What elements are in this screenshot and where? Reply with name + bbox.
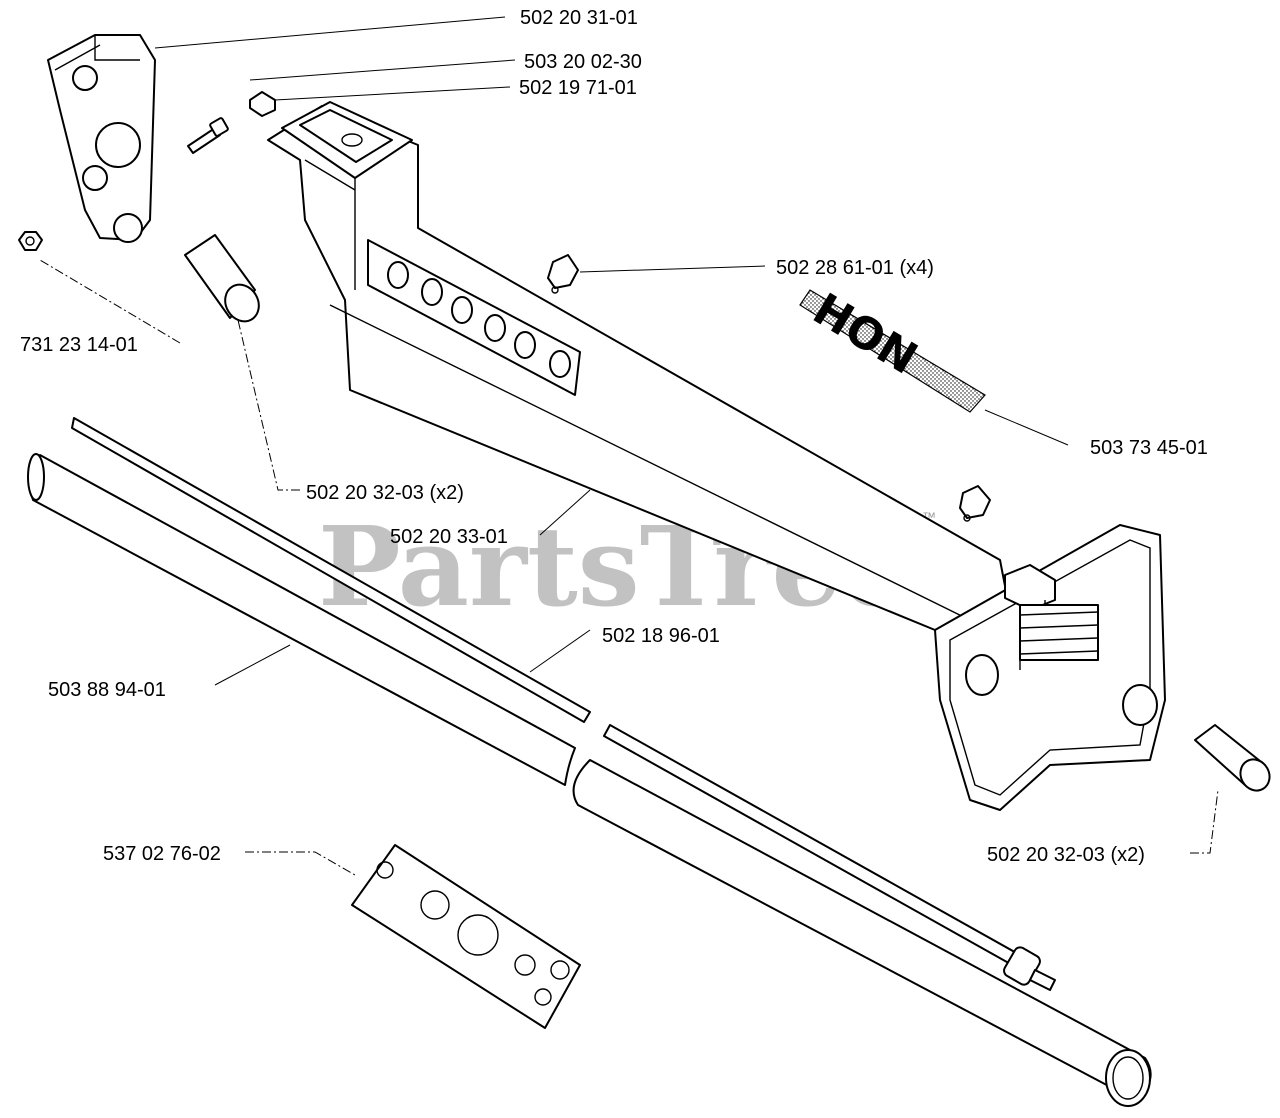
part-label-503-88-94-01[interactable]: 503 88 94-01 <box>48 679 166 701</box>
leader-lines <box>39 16 1219 876</box>
hex-nut[interactable] <box>18 231 43 251</box>
part-label-502-28-61-01[interactable]: 502 28 61-01 (x4) <box>776 257 934 279</box>
part-label-502-18-96-01[interactable]: 502 18 96-01 <box>602 625 720 647</box>
brand-decal[interactable]: HON <box>799 284 986 413</box>
part-label-502-19-71-01[interactable]: 502 19 71-01 <box>519 77 637 99</box>
plug-left[interactable] <box>184 234 265 327</box>
square-nut[interactable] <box>249 91 276 117</box>
part-label-502-20-33-01[interactable]: 502 20 33-01 <box>390 526 508 548</box>
clip-lower[interactable] <box>959 485 991 522</box>
decal-text: HON <box>804 284 925 385</box>
part-label-537-02-76-02[interactable]: 537 02 76-02 <box>103 843 221 865</box>
part-label-502-20-31-01[interactable]: 502 20 31-01 <box>520 7 638 29</box>
part-label-503-73-45-01[interactable]: 503 73 45-01 <box>1090 437 1208 459</box>
safety-label[interactable] <box>351 844 581 1029</box>
part-label-502-20-32-03-left[interactable]: 502 20 32-03 (x2) <box>306 482 464 504</box>
clip-upper[interactable] <box>547 254 579 294</box>
tube-lower[interactable] <box>572 759 1152 1107</box>
part-label-731-23-14-01[interactable]: 731 23 14-01 <box>20 334 138 356</box>
plug-right[interactable] <box>1194 724 1275 796</box>
main-housing[interactable] <box>267 101 1011 631</box>
drive-shaft-upper[interactable] <box>71 417 591 723</box>
grip-handle[interactable] <box>47 34 156 243</box>
housing-end[interactable] <box>934 524 1166 811</box>
part-labels: 502 20 31-01 503 20 02-30 502 19 71-01 5… <box>20 7 1208 866</box>
part-label-503-20-02-30[interactable]: 503 20 02-30 <box>524 51 642 73</box>
tube-upper[interactable] <box>27 453 576 786</box>
part-label-502-20-32-03-right[interactable]: 502 20 32-03 (x2) <box>987 844 1145 866</box>
screw[interactable] <box>187 117 229 154</box>
drive-shaft-lower[interactable] <box>603 724 1056 991</box>
